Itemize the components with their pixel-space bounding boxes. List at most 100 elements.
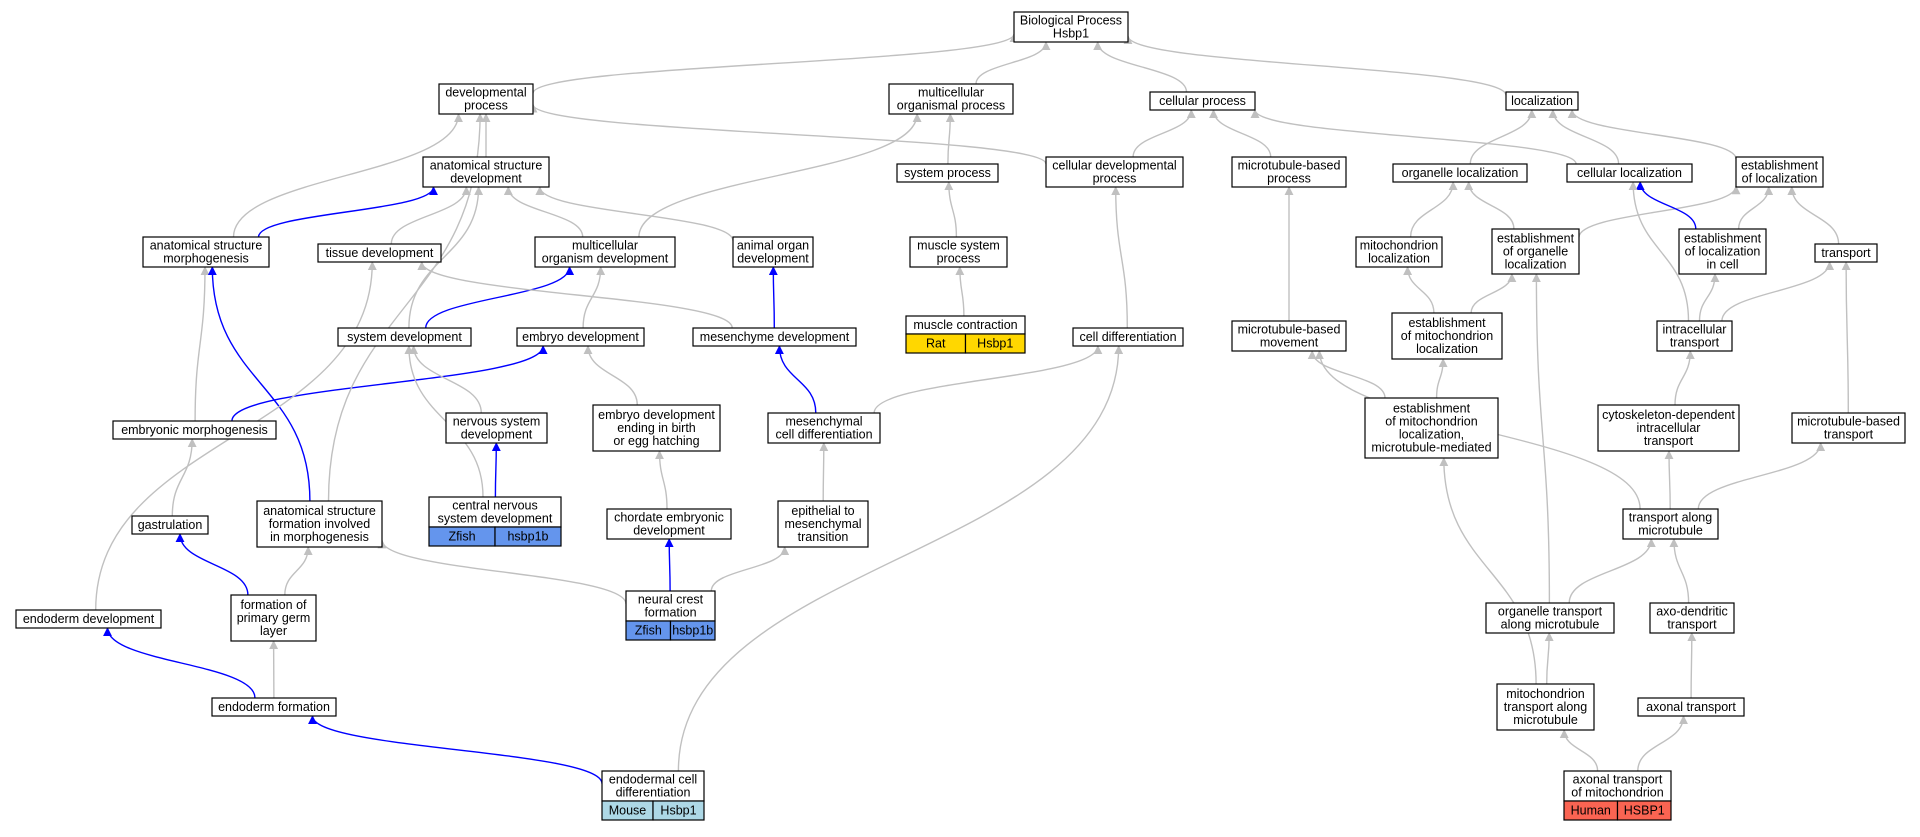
go-term-box <box>1231 320 1347 352</box>
go-term-label: process <box>464 99 508 113</box>
go-term-label: development <box>737 252 809 266</box>
is-a-edge <box>944 181 958 238</box>
go-term-label: nervous system <box>453 415 541 429</box>
is-a-edge <box>1470 273 1517 314</box>
go-term-label: establishment <box>1497 232 1575 246</box>
go-term-label: establishment <box>1408 316 1486 330</box>
edges-layer <box>95 33 1851 784</box>
direct-annotation-edge <box>768 266 778 329</box>
go-term-box <box>445 412 548 444</box>
is-a-edge <box>535 186 734 242</box>
go-term-label: Hsbp1 <box>1053 27 1089 41</box>
go-term-label: endodermal cell <box>609 773 697 787</box>
is-a-edge <box>945 113 955 165</box>
go-term-label: cytoskeleton-dependent <box>1602 408 1735 422</box>
is-a-edge <box>873 345 1103 414</box>
go-term-box <box>767 412 881 444</box>
go-term-node: cell differentiation <box>1072 327 1184 347</box>
go-term-node: localization <box>1505 91 1579 111</box>
go-term-box <box>625 590 716 622</box>
go-term-box <box>422 156 550 188</box>
gene-cell <box>964 333 1026 354</box>
go-term-node: gastrulation <box>131 515 209 535</box>
go-term-box <box>1391 312 1503 360</box>
is-a-edge <box>1544 632 1554 685</box>
is-a-edge <box>1209 109 1272 158</box>
gene-cell <box>1616 800 1672 821</box>
go-term-label: transport <box>1644 434 1694 448</box>
go-term-box <box>909 236 1008 268</box>
go-term-box <box>15 609 162 629</box>
go-term-label: multicellular <box>918 86 984 100</box>
go-term-node: system process <box>896 163 999 183</box>
go-term-box <box>732 236 814 268</box>
gene-cell <box>669 620 716 641</box>
go-term-box <box>516 327 645 347</box>
go-term-label: process <box>937 252 981 266</box>
go-term-node: organelle localization <box>1392 163 1528 183</box>
go-term-label: transport along <box>1629 511 1712 525</box>
go-term-label: ending in birth <box>617 421 696 435</box>
go-term-label: system development <box>347 330 462 344</box>
go-term-label: localization <box>1511 94 1573 108</box>
go-term-label: establishment <box>1393 402 1471 416</box>
go-term-box <box>337 327 472 347</box>
go-term-label: development <box>450 172 522 186</box>
is-a-edge <box>1132 109 1196 158</box>
go-term-label: anatomical structure <box>430 159 543 173</box>
go-term-node: endoderm development <box>15 609 162 629</box>
go-term-box <box>1505 91 1579 111</box>
go-term-label: of mitochondrion <box>1385 415 1477 429</box>
go-term-label: microtubule-mediated <box>1371 441 1491 455</box>
is-a-edge <box>1841 261 1851 414</box>
go-term-node: system development <box>337 327 472 347</box>
go-term-box <box>1496 683 1595 731</box>
go-term-label: localization <box>1416 342 1478 356</box>
go-term-label: transport <box>1667 618 1717 632</box>
go-term-label: of mitochondrion <box>1401 329 1493 343</box>
go-term-label: organismal process <box>897 99 1005 113</box>
go-term-label: cell differentiation <box>775 428 872 442</box>
is-a-edge <box>710 546 790 592</box>
go-term-box <box>1563 770 1672 802</box>
go-term-label: or egg hatching <box>613 434 699 448</box>
go-term-label: localization, <box>1399 428 1464 442</box>
go-term-label: muscle contraction <box>913 318 1017 332</box>
is-a-edge <box>655 450 668 510</box>
is-a-edge <box>1567 109 1737 160</box>
go-term-node: cellular process <box>1149 91 1256 111</box>
gene-label: HSBP1 <box>1624 804 1665 818</box>
is-a-edge <box>408 186 484 329</box>
is-a-edge <box>1559 729 1599 772</box>
is-a-edge <box>677 345 1124 772</box>
is-a-edge <box>284 546 313 596</box>
go-term-box <box>1045 156 1184 188</box>
go-term-label: intracellular <box>1637 421 1701 435</box>
go-term-label: cell differentiation <box>1079 330 1176 344</box>
go-term-label: process <box>1093 172 1137 186</box>
is-a-edge <box>390 186 471 245</box>
go-term-label: primary germ <box>237 611 311 625</box>
go-term-label: central nervous <box>452 499 537 513</box>
go-term-node: embryonic morphogenesis <box>112 420 277 440</box>
direct-annotation-edge <box>425 266 575 329</box>
is-a-edge <box>1439 457 1537 685</box>
go-term-label: muscle system <box>917 239 1000 253</box>
go-term-box <box>692 327 857 347</box>
direct-annotation-edge <box>774 345 817 414</box>
go-term-label: embryo development <box>598 408 715 422</box>
go-term-node: tissue development <box>317 243 442 263</box>
is-a-edge <box>1669 538 1690 604</box>
go-term-box <box>1735 156 1824 188</box>
